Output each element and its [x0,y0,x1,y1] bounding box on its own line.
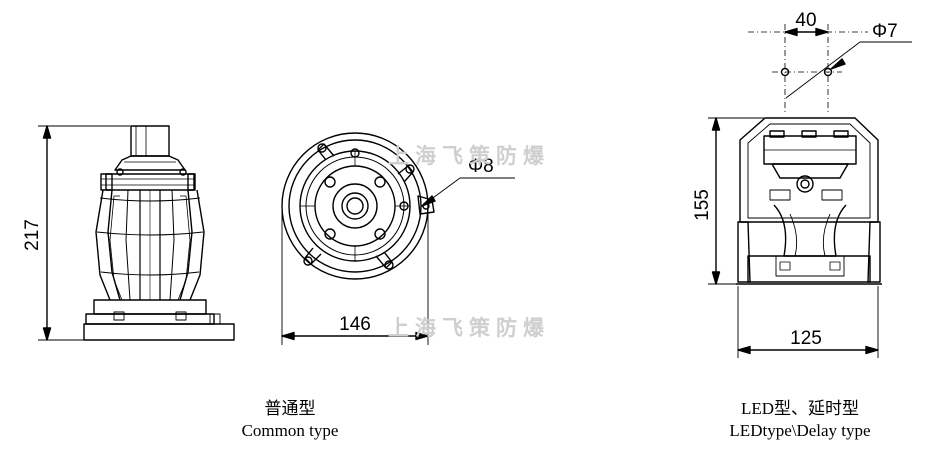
caption-led-en: LEDtype\Delay type [729,421,871,440]
watermark-lower: 上海飞策防爆 [388,315,550,340]
led-top-holes [748,24,912,112]
dimension-155 [708,117,764,285]
dimension-label-40: 40 [795,10,816,31]
common-type-side-view [83,125,235,341]
dimension-label-phi7: Φ7 [872,21,898,42]
dimension-146 [281,210,429,345]
hole-leader-phi8 [421,177,515,207]
common-type-front-view [281,132,435,280]
caption-led-zh: LED型、延时型 [740,399,860,418]
caption-common-en: Common type [241,421,339,440]
caption-common-zh: 普通型 [264,399,316,418]
dimension-125 [737,286,879,358]
dimension-label-217: 217 [22,219,43,251]
dimension-label-125: 125 [790,328,822,349]
dimension-label-phi8: Φ8 [468,156,494,177]
dimension-label-146: 146 [339,314,371,335]
caption-led-type: LED型、延时型 LEDtype\Delay type [680,398,920,442]
dimension-217 [38,125,130,341]
dimension-label-155: 155 [692,189,713,221]
watermark-upper: 上海飞策防爆 [388,143,550,168]
caption-common-type: 普通型 Common type [190,398,390,442]
led-type-side-view [736,117,882,285]
